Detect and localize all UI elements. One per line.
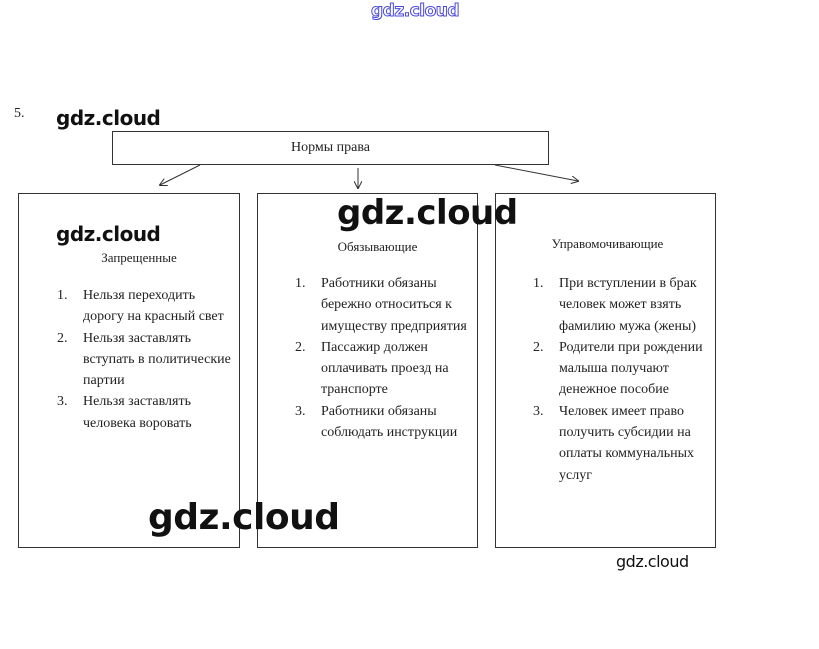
item-list: 1.Работники обязаны бережно относиться к… bbox=[295, 273, 475, 443]
list-item: 2.Нельзя заставлять вступать в политичес… bbox=[57, 330, 231, 389]
arrow-right bbox=[494, 164, 578, 181]
column-obligating: Обязывающие 1.Работники обязаны бережно … bbox=[257, 193, 478, 548]
watermark: gdz.cloud bbox=[148, 497, 340, 538]
root-node: Нормы права bbox=[112, 131, 549, 165]
column-title: Запрещенные bbox=[101, 250, 177, 265]
list-item: 1.Работники обязаны бережно относиться к… bbox=[295, 276, 467, 334]
watermark: gdz.cloud bbox=[56, 106, 161, 130]
list-item: 3.Нельзя заставлять человека воровать bbox=[57, 394, 192, 431]
arrow-left bbox=[160, 164, 201, 185]
list-item: 2.Пассажир должен оплачивать проезд на т… bbox=[295, 339, 449, 398]
column-title: Обязывающие bbox=[337, 239, 418, 254]
column-empowering: Управомочивающие 1.При вступлении в брак… bbox=[495, 193, 716, 548]
list-item: 3.Человек имеет право получить субсидии … bbox=[533, 403, 694, 483]
column-title: Управомочивающие bbox=[551, 236, 664, 251]
root-title: Нормы права bbox=[290, 140, 370, 155]
column-prohibiting: Запрещенные 1.Нельзя переходить дорогу н… bbox=[18, 193, 240, 548]
watermark: gdz.cloud bbox=[616, 552, 689, 571]
watermark: gdz.cloud bbox=[337, 193, 518, 233]
list-item: 2.Родители при рождении малыша получают … bbox=[533, 339, 703, 398]
list-item: 1.Нельзя переходить дорогу на красный св… bbox=[57, 288, 224, 325]
watermark-top: gdz.cloud bbox=[370, 1, 460, 21]
list-item: 3.Работники обязаны соблюдать инструкции bbox=[295, 403, 458, 441]
list-item: 1.При вступлении в брак человек может вз… bbox=[533, 276, 697, 334]
task-number: 5. bbox=[14, 106, 25, 121]
item-list: 1.Нельзя переходить дорогу на красный св… bbox=[57, 285, 237, 434]
watermark: gdz.cloud bbox=[56, 222, 161, 246]
item-list: 1.При вступлении в брак человек может вз… bbox=[533, 273, 713, 486]
